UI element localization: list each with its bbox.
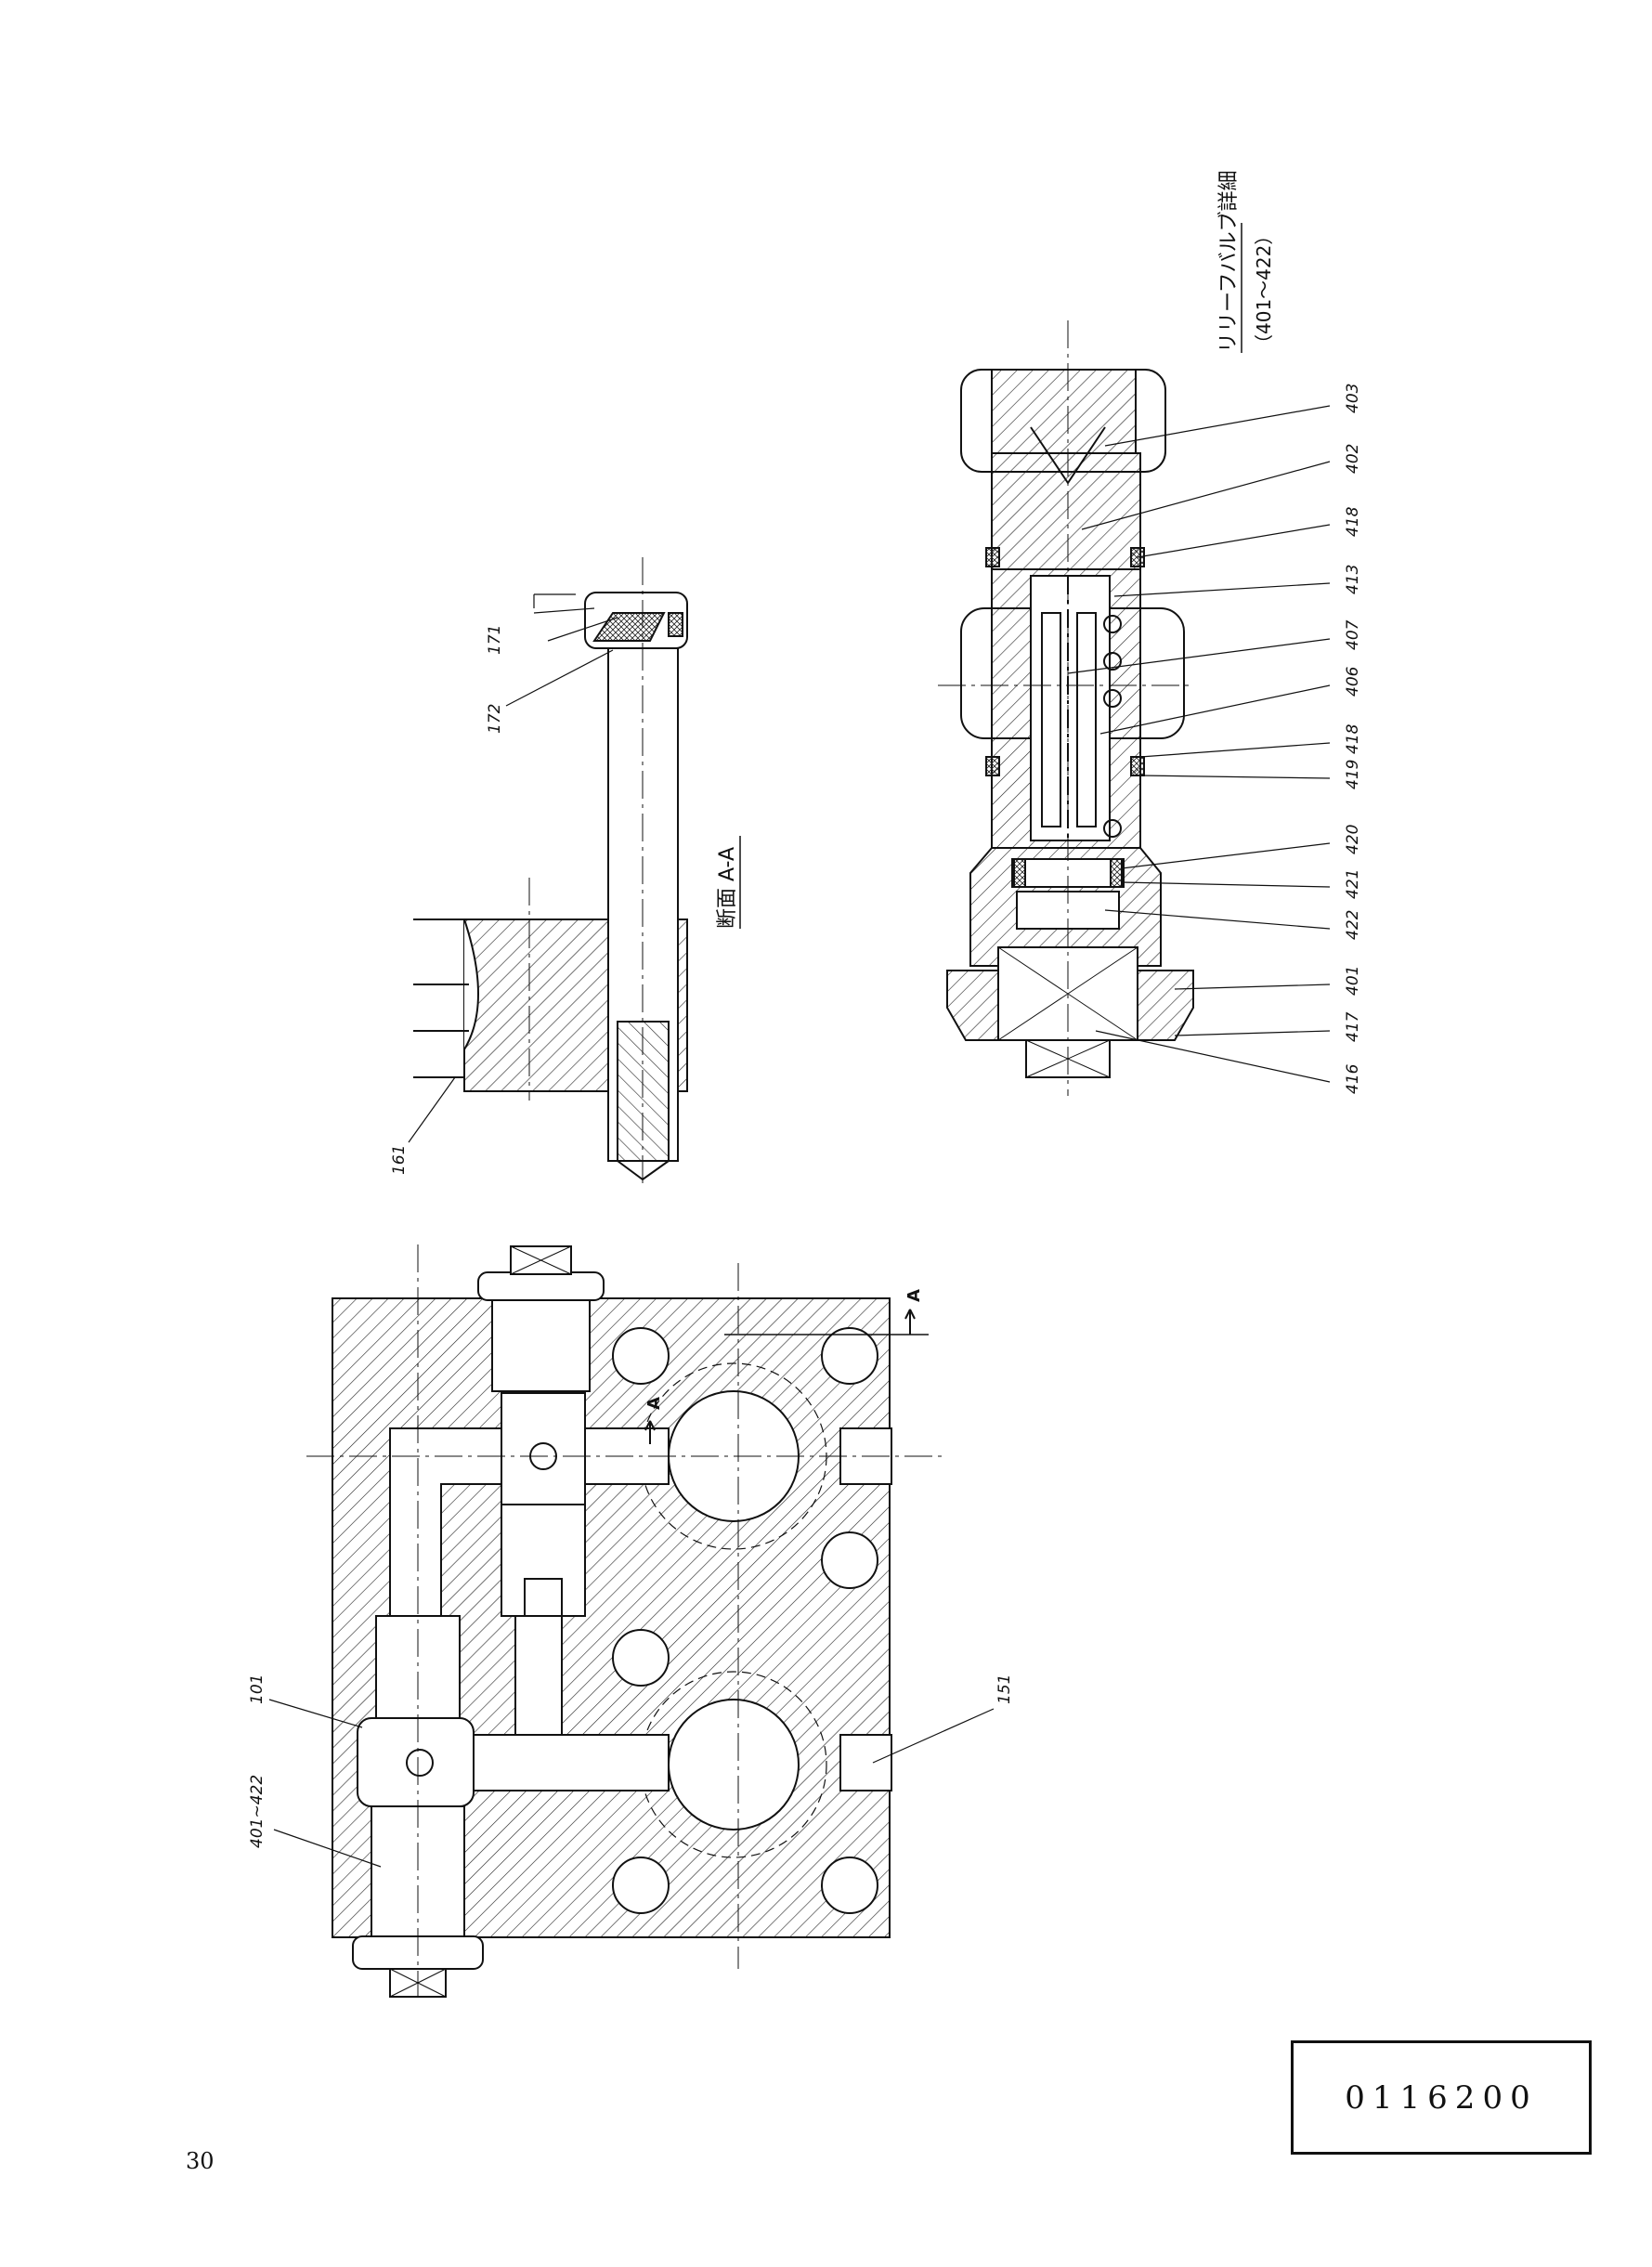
callout-420: 420 [1344, 825, 1362, 854]
section-mark-a-right: A [904, 1289, 924, 1302]
page-number: 30 [186, 2148, 215, 2174]
section-a-a-labels: 断面 A-A 171 172 161 [390, 625, 741, 1175]
callout-417: 417 [1344, 1011, 1362, 1042]
callout-422: 422 [1344, 910, 1362, 940]
relief-valve-title: リリーフバルブ詳細 （401～422） [1217, 170, 1275, 353]
callout-401-422: 401~422 [248, 1775, 267, 1848]
callout-413: 413 [1344, 565, 1362, 594]
callout-418-b: 418 [1344, 723, 1362, 754]
callout-421: 421 [1344, 869, 1362, 899]
callout-172: 172 [486, 704, 504, 734]
relief-valve-subtitle-text: （401～422） [1253, 227, 1275, 353]
section-mark-a-left: A [644, 1397, 664, 1410]
callout-151: 151 [995, 1674, 1014, 1704]
callout-418-a: 418 [1344, 506, 1362, 537]
callout-406: 406 [1344, 666, 1362, 697]
plan-view [268, 1244, 995, 1998]
relief-valve-title-text: リリーフバルブ詳細 [1217, 170, 1241, 353]
callout-401: 401 [1344, 966, 1362, 996]
document-number-box: 0116200 [1291, 2040, 1592, 2155]
section-a-a-title: 断面 A-A [716, 847, 739, 929]
callout-416: 416 [1344, 1063, 1362, 1094]
document-number: 0116200 [1345, 2078, 1538, 2117]
callout-419: 419 [1344, 760, 1362, 789]
relief-valve-callouts: 403 402 418 413 407 406 418 419 420 421 … [1344, 384, 1362, 1094]
plan-view-labels: 101 401~422 151 A A [248, 1289, 1014, 1848]
relief-valve-detail [938, 320, 1331, 1096]
callout-101: 101 [248, 1674, 267, 1704]
callout-171: 171 [486, 625, 504, 655]
callout-403: 403 [1344, 384, 1362, 413]
callout-407: 407 [1344, 619, 1362, 650]
callout-402: 402 [1344, 444, 1362, 474]
callout-161: 161 [390, 1145, 409, 1175]
section-a-a-view [408, 557, 688, 1189]
